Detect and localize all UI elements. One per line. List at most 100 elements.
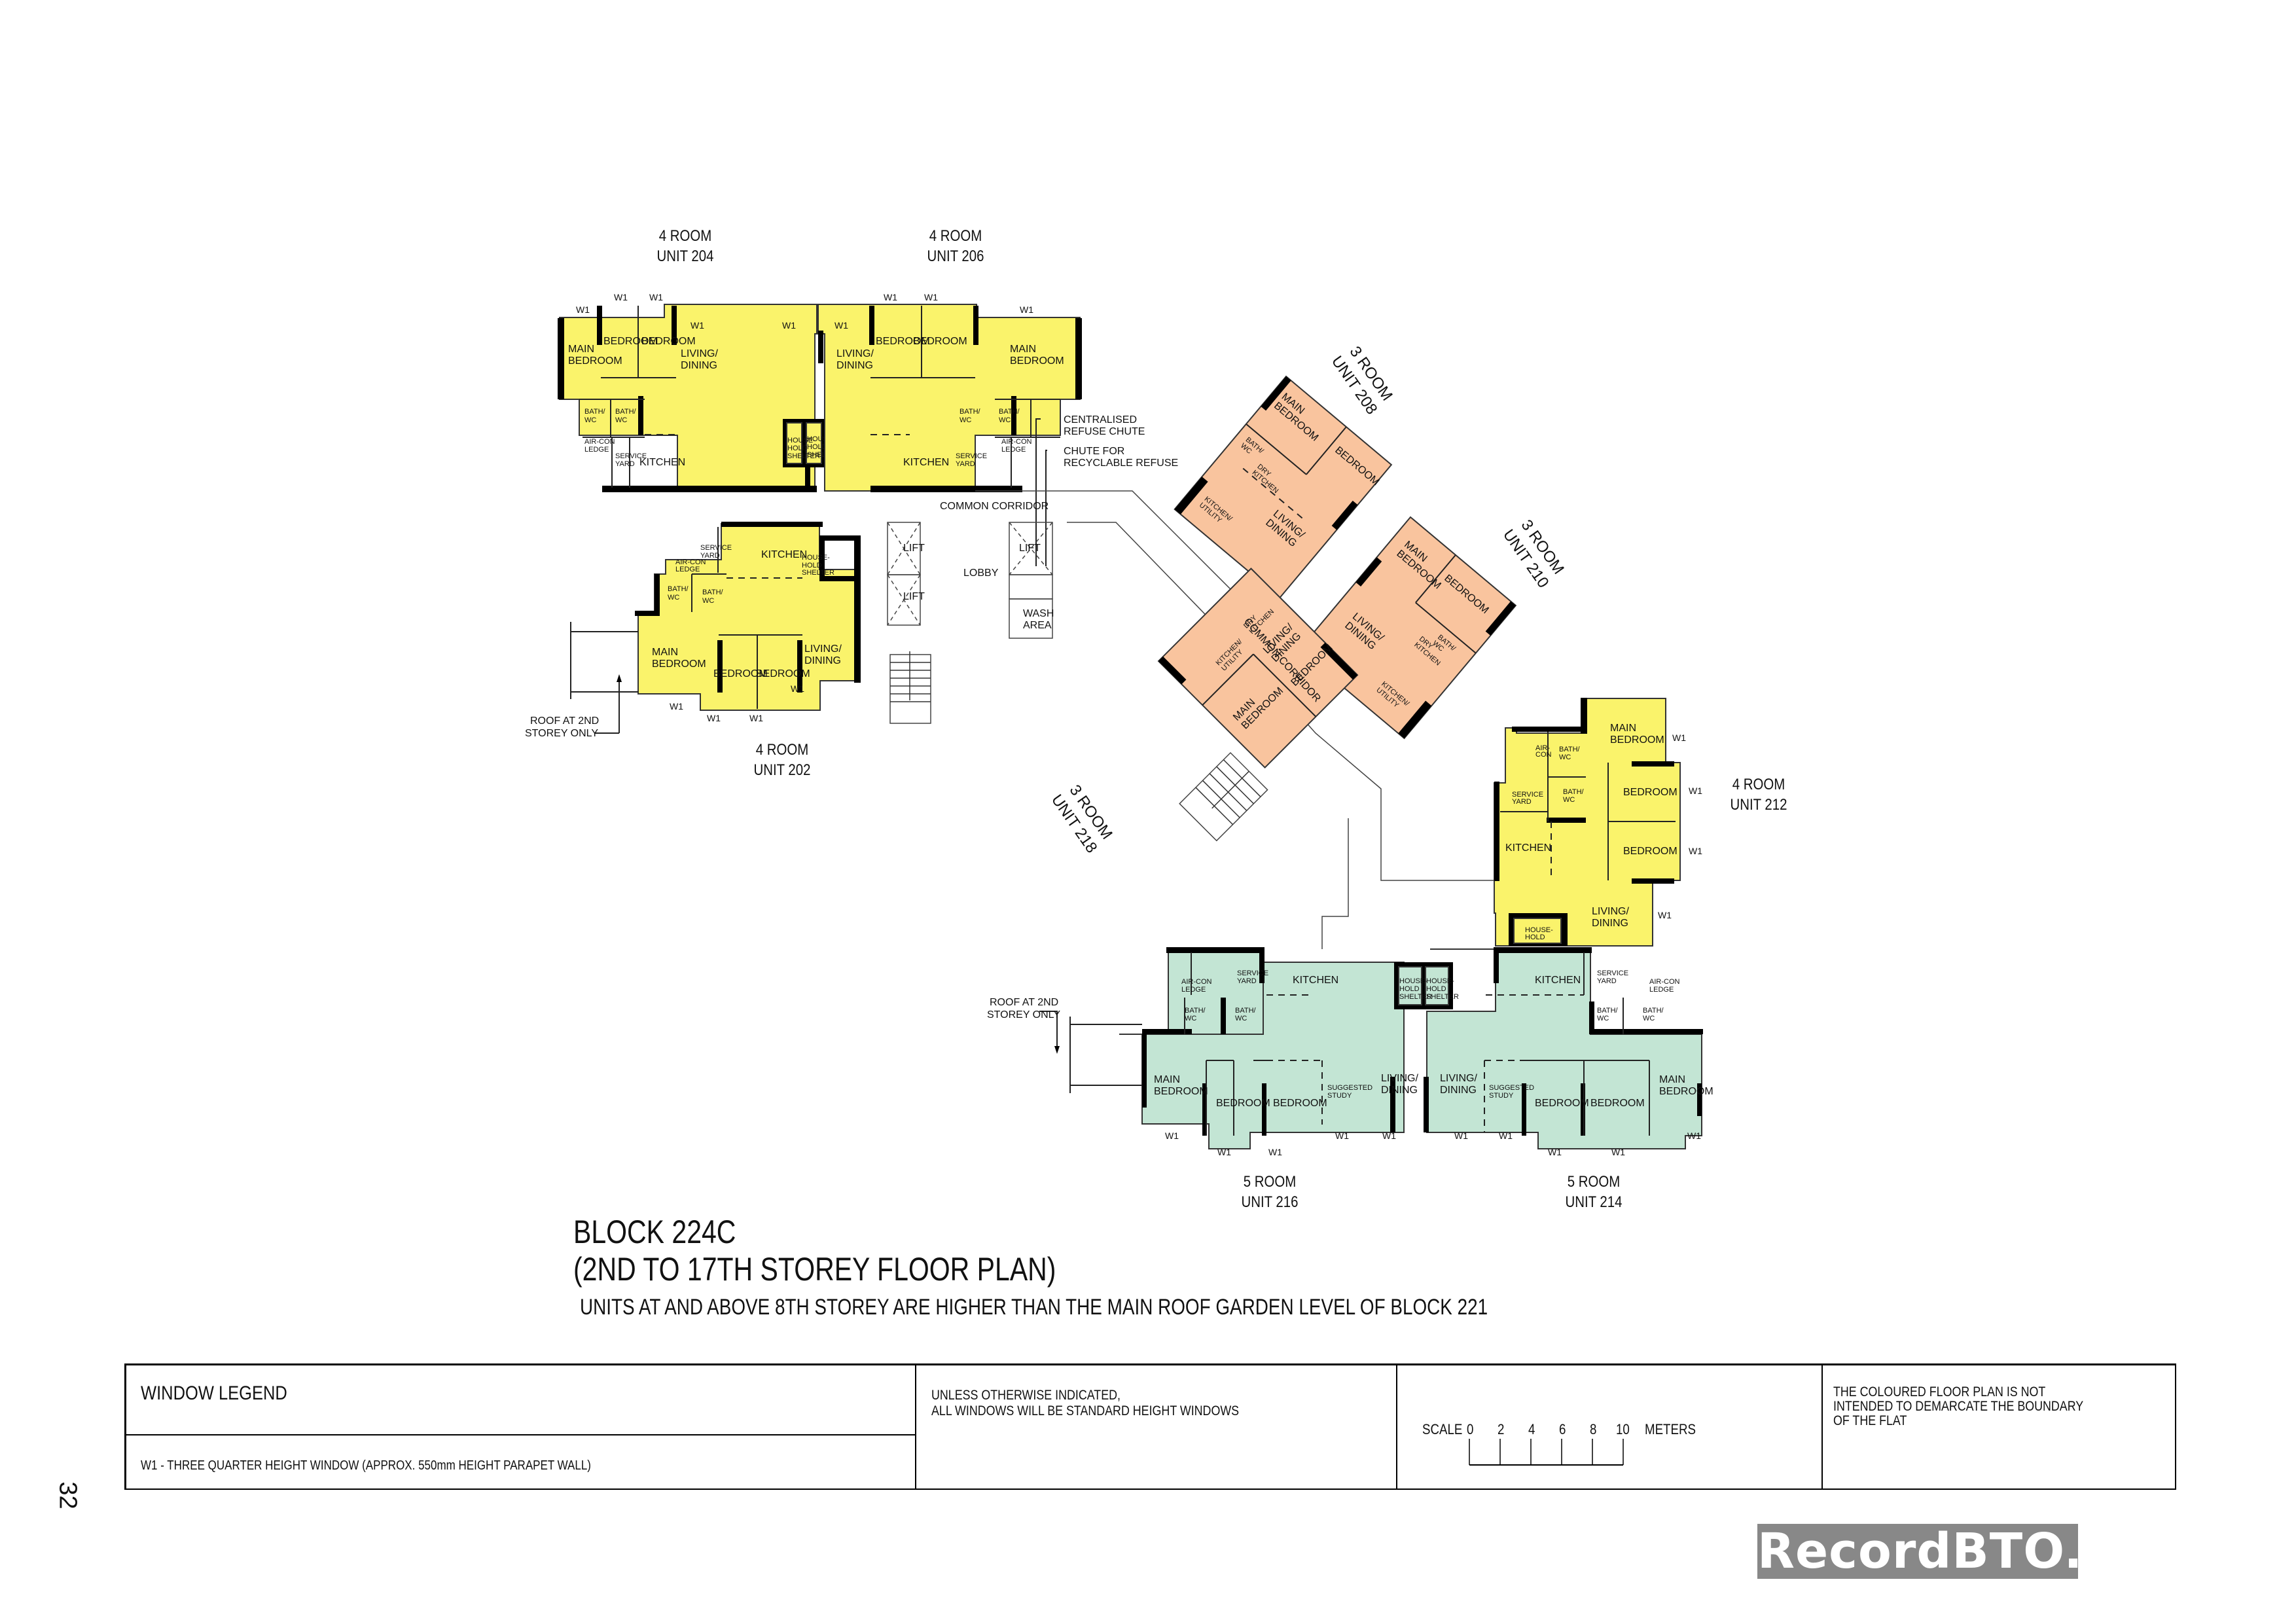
svg-text:LIFT: LIFT — [1019, 543, 1041, 554]
svg-text:W1: W1 — [1165, 1130, 1179, 1141]
watermark-logo: RecordBTO.com — [1757, 1523, 2198, 1579]
svg-text:W1: W1 — [924, 292, 938, 302]
svg-text:ROOF AT 2ND: ROOF AT 2ND — [990, 997, 1058, 1008]
svg-text:BEDROOM: BEDROOM — [603, 336, 658, 347]
svg-text:LEDGE: LEDGE — [1649, 986, 1674, 994]
scale-label: SCALE — [1422, 1421, 1463, 1437]
svg-text:LIVING/: LIVING/ — [1592, 906, 1629, 917]
svg-text:HOUSE-: HOUSE- — [1399, 977, 1427, 985]
svg-text:KITCHEN: KITCHEN — [1293, 975, 1338, 986]
svg-text:KITCHEN: KITCHEN — [1505, 842, 1551, 854]
svg-text:LIFT: LIFT — [903, 591, 925, 602]
svg-text:AIR-CON: AIR-CON — [1649, 978, 1680, 986]
unit-label-214: 5 ROOM UNIT 214 — [1563, 1172, 1624, 1212]
window-legend-cell: WINDOW LEGEND W1 - THREE QUARTER HEIGHT … — [126, 1365, 916, 1489]
svg-text:W1: W1 — [1268, 1147, 1282, 1157]
svg-text:AIR-CON: AIR-CON — [584, 438, 615, 446]
disclaimer-line-2: INTENDED TO DEMARCATE THE BOUNDARY — [1833, 1399, 2084, 1414]
svg-text:KITCHEN: KITCHEN — [761, 549, 807, 560]
svg-text:BATH/: BATH/ — [1563, 788, 1585, 796]
roof-note-216: ROOF AT 2ND STOREY ONLY — [987, 997, 1142, 1093]
scale-tick: 8 — [1590, 1421, 1597, 1437]
svg-text:HOUSE-: HOUSE- — [1426, 977, 1454, 985]
svg-text:W1: W1 — [884, 292, 897, 302]
svg-text:DINING: DINING — [681, 360, 717, 371]
unit-type: 5 ROOM — [1243, 1173, 1297, 1191]
svg-text:WC: WC — [960, 416, 971, 424]
svg-text:BATH/: BATH/ — [702, 588, 724, 596]
unit-type: 4 ROOM — [929, 227, 982, 245]
svg-text:W1: W1 — [1020, 304, 1033, 315]
svg-text:LIVING/: LIVING/ — [1440, 1073, 1477, 1084]
svg-text:HOLD: HOLD — [787, 444, 808, 452]
window-legend-header: WINDOW LEGEND — [126, 1365, 915, 1435]
svg-text:YARD: YARD — [956, 460, 975, 468]
svg-text:BEDROOM: BEDROOM — [1273, 1098, 1327, 1109]
height-note: UNITS AT AND ABOVE 8TH STOREY ARE HIGHER… — [580, 1295, 1488, 1320]
svg-text:SHELTER: SHELTER — [1399, 993, 1432, 1001]
unit-number: UNIT 212 — [1730, 796, 1787, 814]
scale-bar — [1469, 1439, 1624, 1466]
svg-text:W1: W1 — [1658, 910, 1672, 920]
page-number: 32 — [54, 1481, 82, 1509]
svg-text:SERVICE: SERVICE — [956, 452, 987, 460]
unit-number: UNIT 206 — [927, 247, 984, 265]
room-label: MAIN — [568, 344, 594, 355]
svg-text:WC: WC — [702, 597, 714, 605]
svg-text:BEDROOM: BEDROOM — [1535, 1098, 1589, 1109]
svg-text:AREA: AREA — [1023, 620, 1052, 631]
svg-text:AIR-CON: AIR-CON — [675, 558, 706, 566]
svg-text:SERVICE: SERVICE — [615, 452, 647, 460]
svg-text:BEDROOM: BEDROOM — [876, 336, 930, 347]
svg-text:SHELTER: SHELTER — [1426, 993, 1459, 1001]
svg-text:KITCHEN: KITCHEN — [639, 457, 685, 468]
svg-text:BEDROOM: BEDROOM — [1623, 787, 1677, 798]
svg-text:LIVING/: LIVING/ — [1381, 1073, 1418, 1084]
svg-text:STUDY: STUDY — [1327, 1092, 1352, 1100]
svg-text:W1: W1 — [1548, 1147, 1562, 1157]
svg-text:DINING: DINING — [1381, 1085, 1418, 1096]
svg-text:BATH/: BATH/ — [1643, 1007, 1664, 1015]
svg-text:LIVING/: LIVING/ — [681, 348, 718, 359]
svg-text:W1: W1 — [1689, 846, 1702, 856]
svg-text:BEDROOM: BEDROOM — [568, 355, 622, 367]
standard-window-note-cell: UNLESS OTHERWISE INDICATED, ALL WINDOWS … — [915, 1365, 1397, 1489]
standard-note-line-1: UNLESS OTHERWISE INDICATED, — [931, 1388, 1121, 1403]
svg-text:LOBBY: LOBBY — [963, 568, 999, 579]
scale-cell: SCALE 0 2 4 6 8 10 METERS — [1396, 1365, 1823, 1489]
svg-text:RECYCLABLE REFUSE: RECYCLABLE REFUSE — [1064, 458, 1178, 469]
unit-number: UNIT 214 — [1565, 1193, 1623, 1211]
svg-text:W1: W1 — [576, 304, 590, 315]
svg-text:MAIN: MAIN — [652, 647, 678, 658]
chute-callouts: CENTRALISED REFUSE CHUTE CHUTE FOR RECYC… — [1035, 414, 1178, 566]
unit-label-216: 5 ROOM UNIT 216 — [1239, 1172, 1300, 1212]
svg-text:HOLD: HOLD — [807, 443, 827, 451]
corridor-outlines: COMMON CORRIDOR — [940, 490, 1496, 949]
unit-number: UNIT 204 — [656, 247, 714, 265]
svg-text:WC: WC — [1563, 796, 1575, 804]
svg-text:W1: W1 — [782, 320, 796, 331]
svg-text:SHELTER: SHELTER — [802, 569, 834, 577]
svg-text:BEDROOM: BEDROOM — [913, 336, 967, 347]
svg-text:W1: W1 — [1382, 1130, 1396, 1141]
svg-text:HOUSE-: HOUSE- — [787, 437, 816, 444]
svg-text:STOREY ONLY: STOREY ONLY — [525, 728, 598, 739]
svg-text:REFUSE CHUTE: REFUSE CHUTE — [1064, 426, 1145, 437]
svg-text:BATH/: BATH/ — [584, 408, 606, 416]
svg-text:SUGGESTED: SUGGESTED — [1327, 1084, 1372, 1092]
svg-text:MAIN: MAIN — [1010, 344, 1036, 355]
svg-text:HOLD: HOLD — [1426, 985, 1446, 993]
svg-text:DINING: DINING — [1592, 918, 1628, 929]
svg-text:HOLD: HOLD — [802, 562, 822, 569]
unit-number: UNIT 202 — [753, 761, 811, 779]
unit-type: 4 ROOM — [755, 741, 809, 759]
unit-type: 4 ROOM — [658, 227, 712, 245]
svg-text:DINING: DINING — [836, 360, 873, 371]
unit-label-202: 4 ROOM UNIT 202 — [751, 740, 813, 780]
